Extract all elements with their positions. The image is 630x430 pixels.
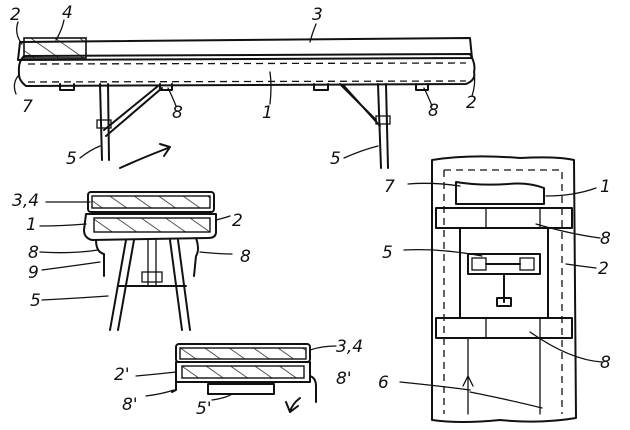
label-8-right: 8 <box>428 101 439 121</box>
label-8-mid: 8 <box>172 103 183 123</box>
section-label-9: 9 <box>28 263 39 283</box>
section-label-1: 1 <box>26 215 37 235</box>
bench-bracket-left <box>59 83 75 91</box>
label-2-right: 2 <box>466 93 477 113</box>
folded-label-8p-right: 8' <box>336 369 352 389</box>
label-3: 3 <box>312 5 323 25</box>
section-hatched-pad <box>91 195 211 209</box>
section-label-8-right: 8 <box>240 247 251 267</box>
label-4: 4 <box>62 3 73 23</box>
folded-label-8p-left: 8' <box>122 395 138 415</box>
top-view-cushion-end <box>455 181 545 205</box>
label-2-left: 2 <box>10 5 21 25</box>
bench-brace-right <box>339 83 381 127</box>
section-label-34: 3,4 <box>12 191 39 211</box>
folded-section: 2' 3,4 8' 8' 5' <box>114 337 363 419</box>
bench-beam <box>17 53 476 87</box>
label-5-left: 5 <box>66 149 77 169</box>
folded-label-5p: 5' <box>196 399 212 419</box>
section-label-2: 2 <box>232 211 243 231</box>
label-5-right: 5 <box>330 149 341 169</box>
section-hook-right <box>193 237 199 277</box>
top-label-5: 5 <box>382 243 393 263</box>
top-view-dashed-border <box>443 169 563 414</box>
bench-leg-left <box>99 83 110 161</box>
top-view-outline <box>431 155 577 423</box>
bench-bracket-right <box>415 83 429 91</box>
bench-side-view: 2 4 3 7 8 1 8 2 5 5 <box>10 3 477 169</box>
bench-top-view: 7 1 5 8 2 8 6 <box>378 155 611 423</box>
hatched-end-pad <box>23 37 87 59</box>
section-beam <box>83 213 217 241</box>
section-hook-left <box>95 239 105 277</box>
top-label-2: 2 <box>598 259 609 279</box>
label-1: 1 <box>262 103 273 123</box>
folded-label-34: 3,4 <box>336 337 363 357</box>
section-label-8-left: 8 <box>28 243 39 263</box>
fold-arrow <box>119 147 169 169</box>
top-label-8-lower: 8 <box>600 353 611 373</box>
top-label-1: 1 <box>600 177 611 197</box>
beam-dashed-line <box>27 62 467 65</box>
top-view-crossbar-lower <box>435 317 573 339</box>
bench-cross-section: 3,4 1 2 8 8 9 5 <box>12 191 251 331</box>
section-label-5: 5 <box>30 291 41 311</box>
top-label-7: 7 <box>384 177 395 197</box>
label-7: 7 <box>22 97 33 117</box>
top-label-8-upper: 8 <box>600 229 611 249</box>
folded-label-2p: 2' <box>114 365 130 385</box>
top-view-crossbar-upper <box>435 207 573 229</box>
folded-leg-stowed <box>207 383 275 395</box>
top-label-6: 6 <box>378 373 389 393</box>
bench-brace-left <box>103 85 163 137</box>
